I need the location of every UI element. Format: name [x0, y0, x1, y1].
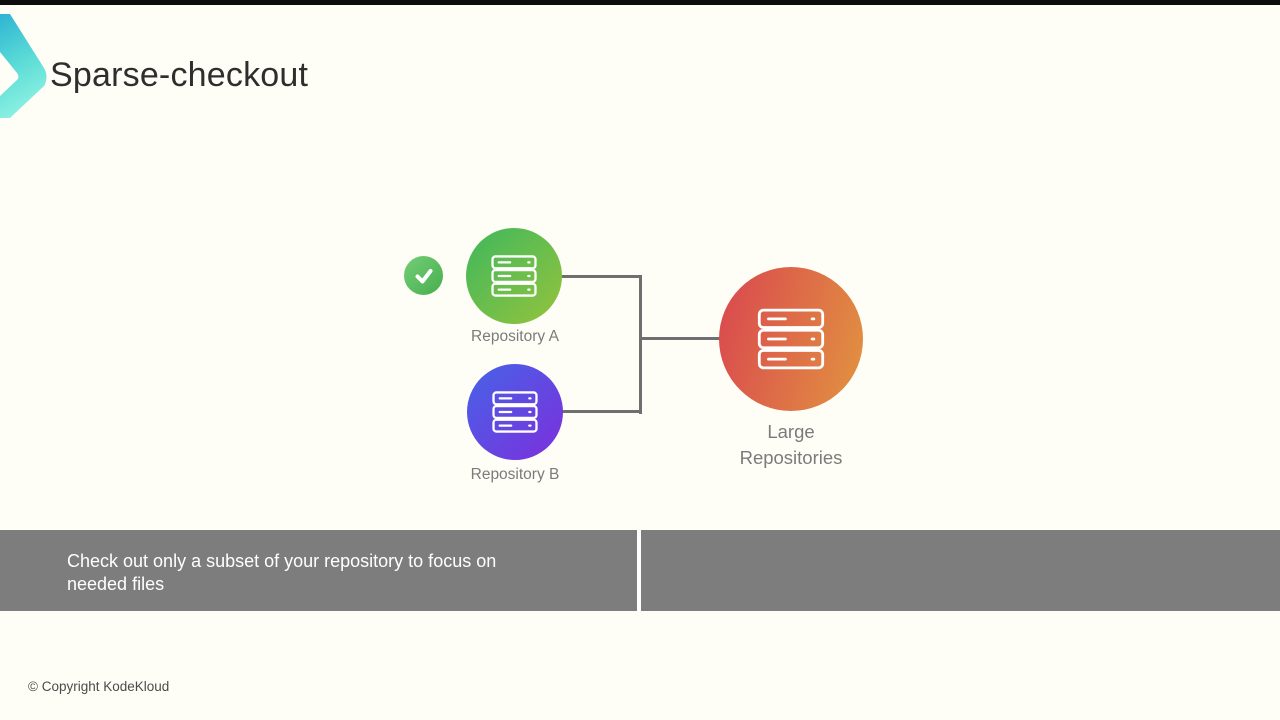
check-icon — [415, 268, 432, 283]
server-icon — [492, 391, 538, 433]
caption-banner-divider — [637, 530, 641, 611]
caption-banner: Check out only a subset of your reposito… — [0, 530, 1280, 611]
connector-line-repo-b — [561, 410, 641, 413]
node-label-large-repositories: Large Repositories — [739, 421, 843, 468]
caption-banner-left: Check out only a subset of your reposito… — [0, 530, 637, 611]
connector-line-repo-a — [560, 275, 641, 278]
caption-text: Check out only a subset of your reposito… — [67, 551, 497, 594]
footer-copyright: © Copyright KodeKloud — [28, 679, 170, 694]
page-title: Sparse-checkout — [50, 56, 309, 94]
caption-banner-right — [641, 530, 1280, 611]
connector-line-vertical — [639, 275, 642, 414]
top-border-bar — [0, 0, 1280, 5]
node-label-repository-b: Repository B — [470, 466, 560, 483]
server-icon — [757, 308, 825, 370]
node-repository-a — [466, 228, 562, 324]
node-repository-b — [467, 364, 563, 460]
server-icon — [491, 255, 537, 297]
kodekloud-chevron-icon — [0, 14, 47, 118]
node-label-repository-a: Repository A — [471, 328, 559, 345]
node-large-repositories — [719, 267, 863, 411]
check-badge — [404, 256, 443, 295]
connector-line-large-repos — [640, 337, 720, 340]
